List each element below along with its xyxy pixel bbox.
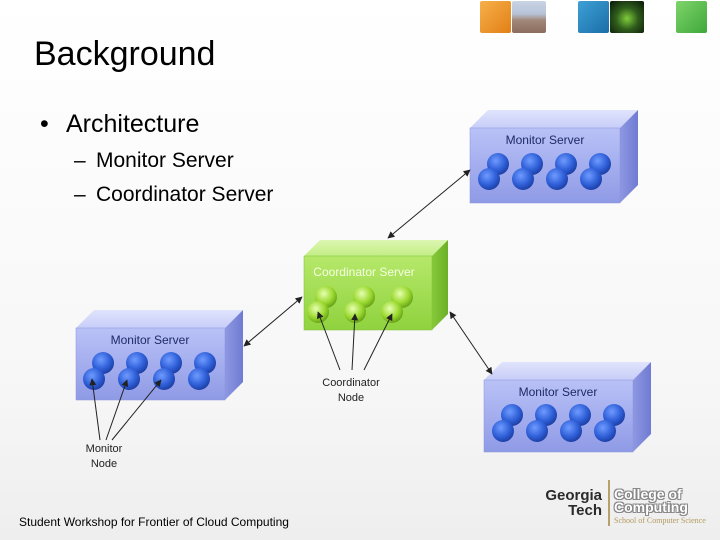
monitor-node-icon: [118, 368, 140, 390]
sub-item-text: Monitor Server: [96, 149, 234, 172]
monitor-server-top-right: Monitor Server: [469, 110, 638, 204]
pointer-arrow: [105, 379, 129, 441]
monitor-node-label-line1: Monitor: [86, 443, 123, 455]
monitor-node-icon: [603, 404, 625, 426]
sub-item-text: Coordinator Server: [96, 183, 274, 206]
coordinator-node-icon: [381, 301, 403, 323]
monitor-nodes: [478, 153, 611, 190]
monitor-server-left: Monitor Server: [75, 310, 243, 401]
thumbnail-green: [676, 1, 707, 33]
logo-line-georgia: Georgia: [545, 487, 602, 504]
box-side-face: [633, 362, 651, 452]
bullet-dot: •: [40, 110, 49, 138]
monitor-server-label: Monitor Server: [111, 333, 190, 347]
monitor-node-icon: [560, 420, 582, 442]
monitor-server-label: Monitor Server: [519, 385, 598, 399]
monitor-node-icon: [83, 368, 105, 390]
pointer-arrow: [316, 311, 341, 371]
coordinator-node-label-line2: Node: [338, 392, 364, 404]
dash-glyph: –: [74, 183, 86, 206]
coordinator-node-icon: [344, 301, 366, 323]
thumbnail-orange: [480, 1, 511, 33]
monitor-node-icon: [546, 168, 568, 190]
monitor-node-icon: [535, 404, 557, 426]
box-side-face: [620, 110, 638, 203]
coordinator-node-label-line1: Coordinator: [322, 377, 380, 389]
monitor-server-label: Monitor Server: [506, 133, 585, 147]
monitor-node-icon: [512, 168, 534, 190]
sub-item-monitor-server: –Monitor Server: [74, 148, 234, 174]
georgia-tech-logo: Georgia Tech College of Computing School…: [532, 474, 712, 534]
monitor-node-icon: [188, 368, 210, 390]
connection-arrows: [243, 169, 493, 375]
dash-glyph: –: [74, 149, 86, 172]
thumbnail-blue: [578, 1, 609, 33]
monitor-server-bottom-right: Monitor Server: [483, 362, 651, 453]
thumbnail-photo-network: [610, 1, 644, 33]
logo-college-of-computing: College of Computing: [614, 486, 688, 515]
pointer-arrow: [111, 379, 162, 441]
logo-school-name: School of Computer Science: [614, 516, 706, 525]
logo-georgia-tech: Georgia Tech: [536, 488, 602, 518]
arrow-coordinator-to-monitor-bottom: [449, 311, 493, 375]
monitor-node-icon: [478, 168, 500, 190]
coordinator-nodes: [307, 286, 413, 323]
sub-item-coordinator-server: –Coordinator Server: [74, 182, 273, 208]
arrow-coordinator-to-monitor-left: [243, 296, 303, 347]
box-side-face: [225, 310, 243, 400]
monitor-node-icon: [153, 368, 175, 390]
logo-line-tech: Tech: [568, 502, 602, 519]
monitor-node-icon: [526, 420, 548, 442]
monitor-node-label-line2: Node: [91, 458, 117, 470]
monitor-node-icon: [92, 352, 114, 374]
pointer-arrow: [351, 313, 359, 371]
arrow-coordinator-to-monitor-top: [387, 169, 471, 239]
slide-title: Background: [34, 35, 216, 73]
monitor-node-icon: [594, 420, 616, 442]
logo-line-computing: Computing: [614, 499, 688, 515]
bullet-text: Architecture: [66, 110, 200, 138]
box-top-face: [484, 362, 651, 380]
monitor-nodes: [492, 404, 625, 442]
pointer-arrow: [89, 378, 101, 441]
box-top-face: [304, 240, 448, 256]
thumbnail-photo-building: [512, 1, 546, 33]
monitor-node-icon: [501, 404, 523, 426]
monitor-node-icon: [569, 404, 591, 426]
monitor-node-icon: [492, 420, 514, 442]
monitor-node-pointers: [89, 378, 162, 441]
coordinator-server-label: Coordinator Server: [313, 265, 414, 279]
bullet-item: • Architecture: [40, 109, 199, 139]
coordinator-server: Coordinator Server: [303, 240, 448, 331]
coordinator-node-pointers: [316, 311, 393, 371]
box-top-face: [470, 110, 638, 128]
logo-line-college-of: College of: [614, 486, 682, 502]
box-top-face: [76, 310, 243, 328]
pointer-arrow: [363, 313, 393, 371]
monitor-node-icon: [580, 168, 602, 190]
slide-footer: Student Workshop for Frontier of Cloud C…: [19, 515, 289, 529]
box-side-face: [432, 240, 448, 330]
logo-divider: [608, 480, 610, 526]
